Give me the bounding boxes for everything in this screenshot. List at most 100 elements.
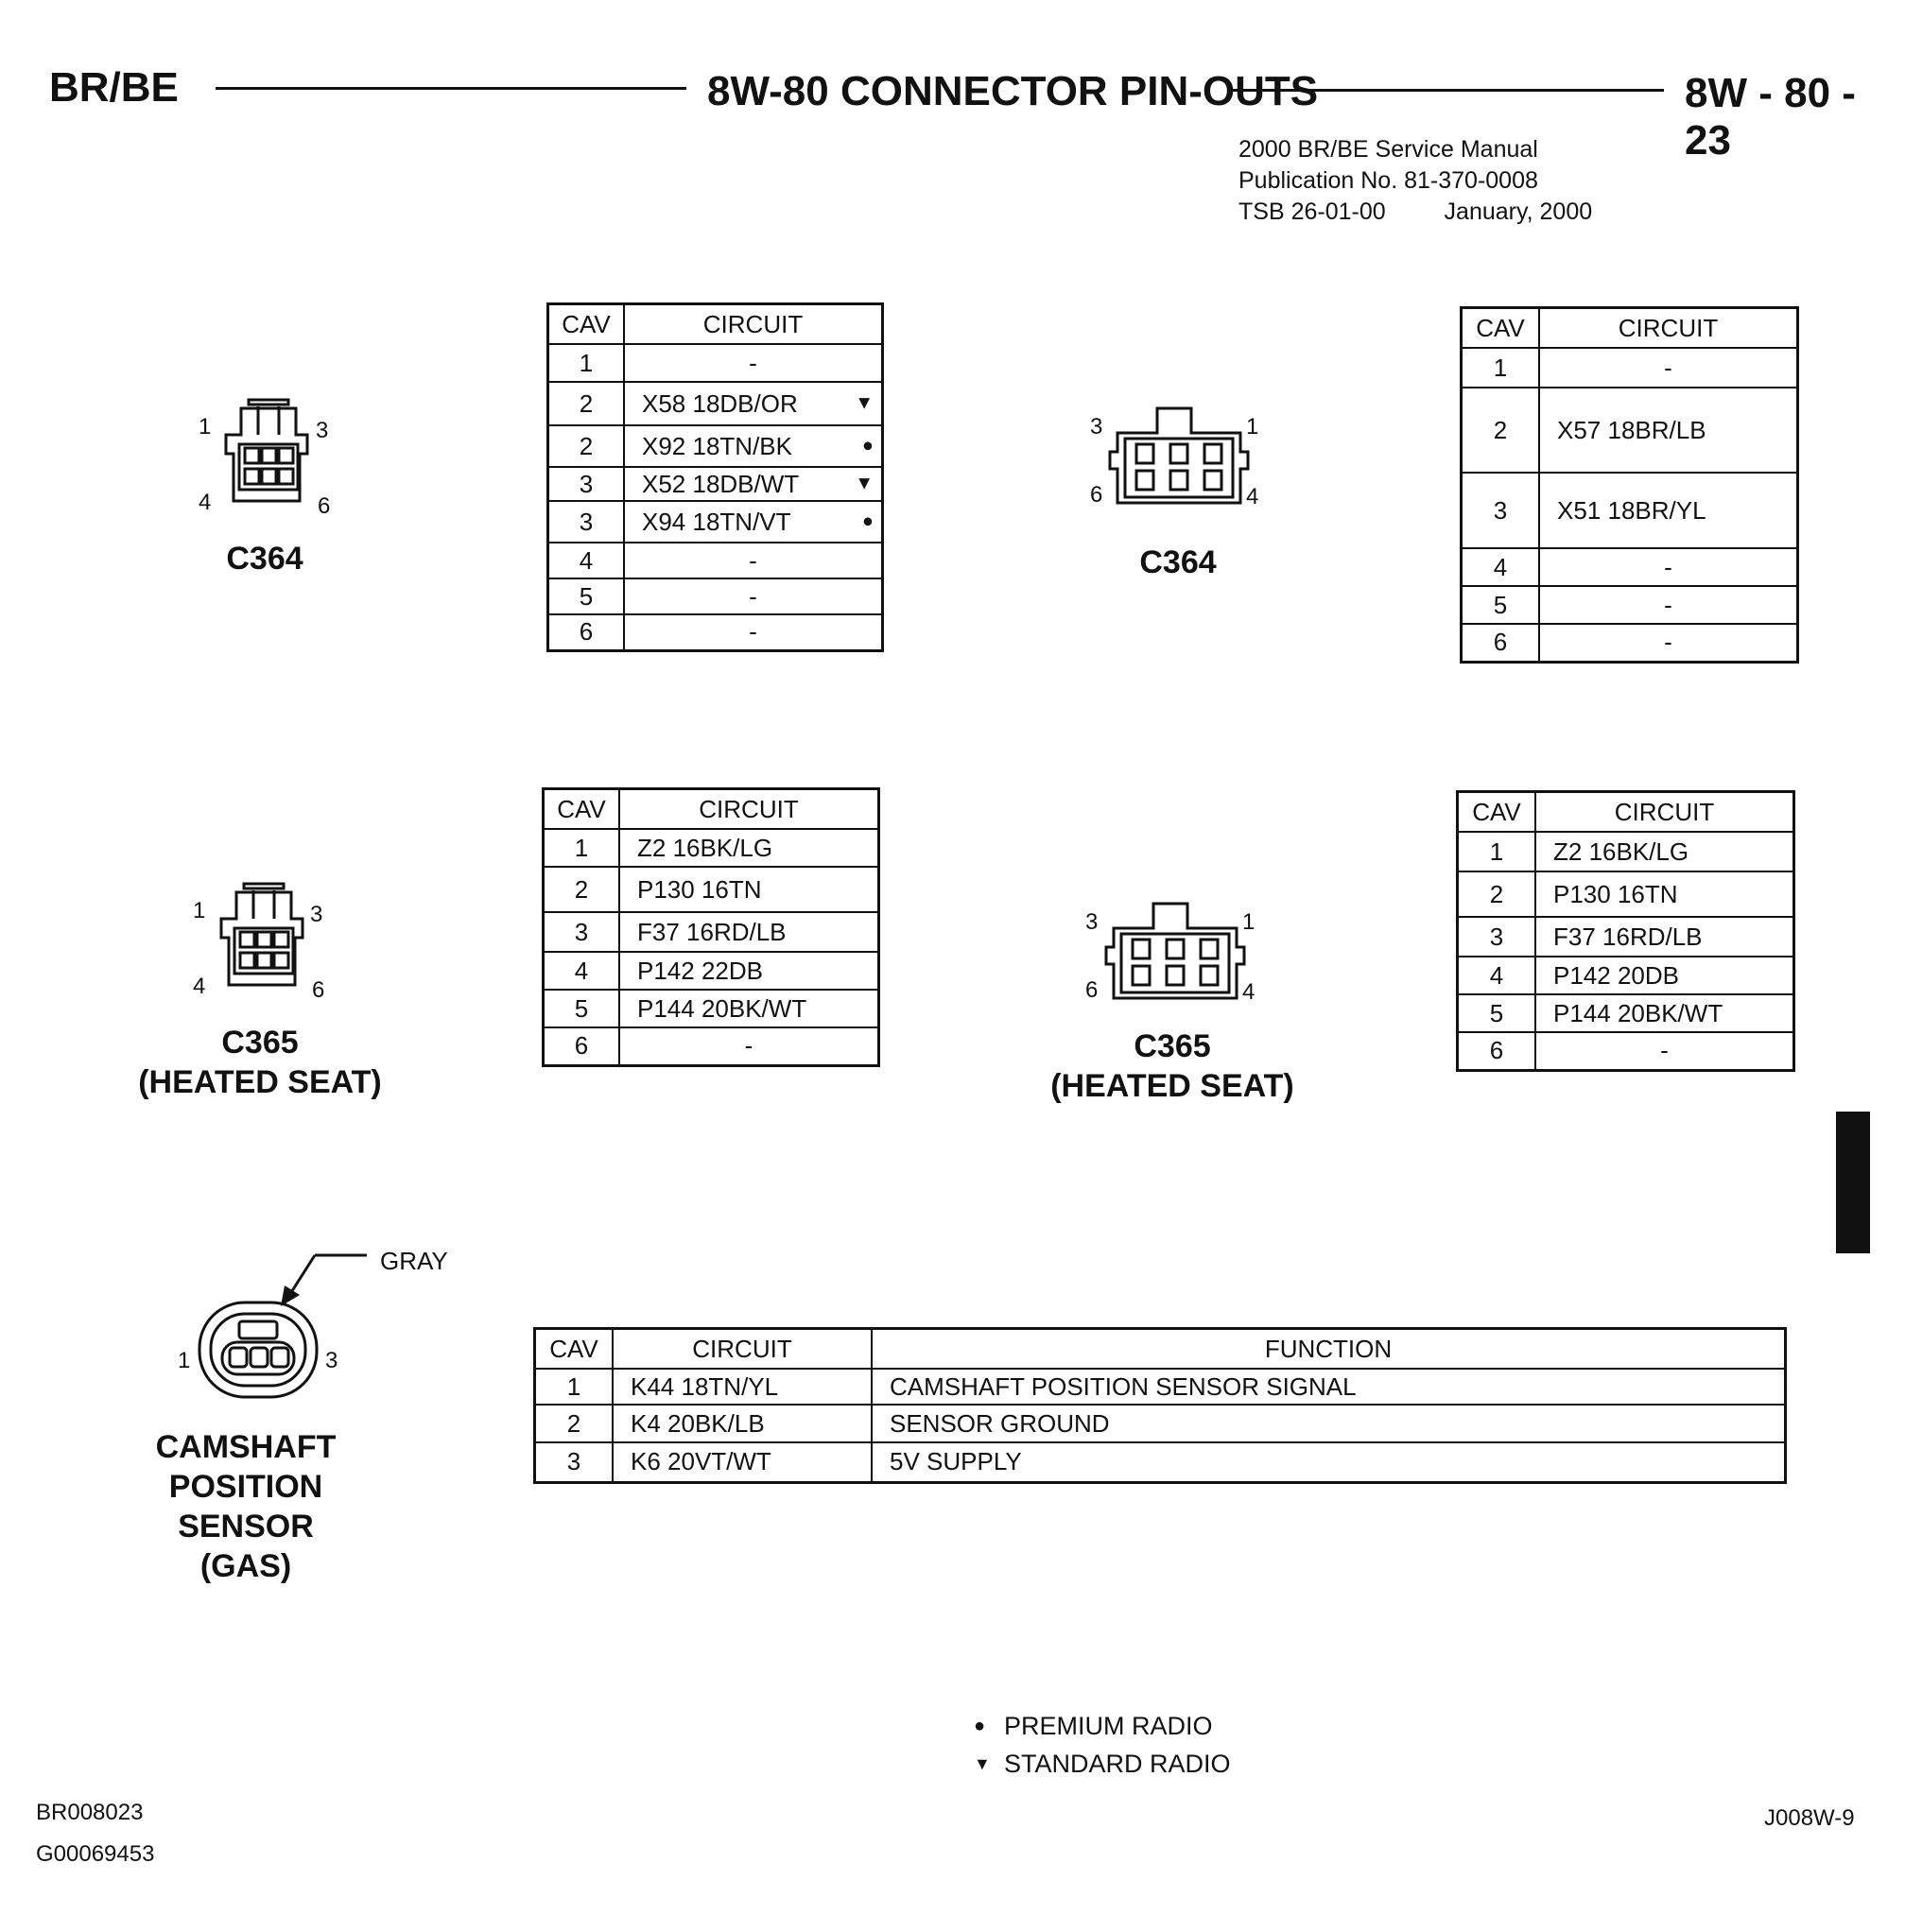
col-header-cav: CAV	[1460, 306, 1540, 349]
cav-cell: 2	[1456, 871, 1536, 918]
premium-radio-icon: ●	[861, 435, 874, 457]
c365-left-pin-4: 4	[193, 974, 206, 999]
c365-left-connector-icon	[219, 882, 304, 987]
legend-label: PREMIUM RADIO	[1004, 1712, 1213, 1740]
c365-right-title: C365	[1134, 1028, 1211, 1064]
circuit-cell: -	[623, 343, 884, 383]
circuit-value: X92 18TN/BK	[642, 431, 792, 460]
circuit-cell: -	[623, 578, 884, 615]
cav-cell: 3	[533, 1441, 614, 1483]
c364-left-pin-3: 3	[316, 418, 329, 443]
legend-item: ▼ STANDARD RADIO	[974, 1745, 1231, 1783]
page-title: 8W-80 CONNECTOR PIN-OUTS	[707, 68, 1319, 114]
footer-code-2: G00069453	[36, 1841, 155, 1867]
table-row: 1-	[1460, 347, 1799, 388]
cav-cell: 1	[546, 343, 625, 383]
cav-cell: 6	[546, 613, 625, 651]
circuit-cell: P130 16TN	[618, 866, 880, 913]
col-header-circuit: CIRCUIT	[612, 1327, 873, 1370]
header-rule-right	[1229, 89, 1664, 92]
camshaft-pin-3: 3	[325, 1348, 338, 1373]
table-row: 3 X52 18DB/WT ▼	[546, 466, 884, 502]
circuit-cell: P142 22DB	[618, 951, 880, 991]
table-row: 6-	[542, 1026, 880, 1066]
circuit-cell: X92 18TN/BK ●	[623, 424, 884, 468]
function-cell: CAMSHAFT POSITION SENSOR SIGNAL	[871, 1368, 1787, 1406]
cav-cell: 3	[546, 466, 625, 502]
footer-ref: J008W-9	[1764, 1805, 1855, 1831]
function-cell: SENSOR GROUND	[871, 1404, 1787, 1443]
c364-left-pin-4: 4	[199, 490, 212, 515]
circuit-value: X52 18DB/WT	[642, 469, 800, 498]
col-header-function: FUNCTION	[871, 1327, 1787, 1370]
cav-cell: 2	[542, 866, 620, 913]
c364-right-connector-icon	[1108, 406, 1250, 505]
table-row: 5-	[546, 578, 884, 615]
header-rule-left	[216, 87, 686, 90]
circuit-cell: K44 18TN/YL	[612, 1368, 873, 1406]
section-thumb-tab	[1836, 1112, 1870, 1253]
cav-cell: 5	[546, 578, 625, 615]
table-row: 4-	[1460, 547, 1799, 587]
cav-cell: 4	[546, 542, 625, 579]
gray-color-callout: GRAY	[380, 1247, 448, 1275]
circuit-cell: -	[1534, 1031, 1795, 1071]
standard-radio-icon: ▼	[855, 473, 874, 494]
c365-left-pin-1: 1	[193, 898, 206, 923]
circuit-cell: K6 20VT/WT	[612, 1441, 873, 1483]
col-header-cav: CAV	[533, 1327, 614, 1370]
circuit-cell: P144 20BK/WT	[618, 989, 880, 1028]
table-row: 5-	[1460, 585, 1799, 625]
circuit-cell: P144 20BK/WT	[1534, 993, 1795, 1033]
cav-cell: 2	[533, 1404, 614, 1443]
cav-cell: 3	[1460, 472, 1540, 549]
circuit-cell: P142 20DB	[1534, 956, 1795, 995]
cav-cell: 2	[546, 381, 625, 426]
circuit-cell: F37 16RD/LB	[618, 911, 880, 953]
camshaft-sensor-connector-icon	[198, 1253, 367, 1399]
circuit-cell: P130 16TN	[1534, 871, 1795, 918]
standard-radio-icon: ▼	[974, 1754, 991, 1773]
tsb-number: TSB 26-01-00	[1238, 198, 1386, 225]
c364-right-pin-6: 6	[1090, 482, 1103, 508]
col-header-cav: CAV	[542, 787, 620, 830]
premium-radio-icon: ●	[861, 510, 874, 532]
c365-right-subtitle: (HEATED SEAT)	[1050, 1068, 1294, 1104]
col-header-cav: CAV	[1456, 790, 1536, 833]
col-header-circuit: CIRCUIT	[1538, 306, 1799, 349]
c364-right-pin-4: 4	[1246, 484, 1259, 509]
publication-line3: TSB 26-01-00 January, 2000	[1238, 197, 1592, 228]
cav-cell: 1	[542, 828, 620, 868]
col-header-cav: CAV	[546, 302, 625, 345]
c365-left-title: C365	[221, 1025, 299, 1061]
cav-cell: 3	[542, 911, 620, 953]
circuit-cell: -	[1538, 547, 1799, 587]
col-header-circuit: CIRCUIT	[623, 302, 884, 345]
legend-label: STANDARD RADIO	[1004, 1750, 1231, 1778]
c364-left-pin-1: 1	[199, 414, 212, 440]
cav-cell: 4	[542, 951, 620, 991]
col-header-circuit: CIRCUIT	[1534, 790, 1795, 833]
circuit-cell: Z2 16BK/LG	[1534, 831, 1795, 872]
camshaft-label-line3: SENSOR	[178, 1509, 314, 1544]
publication-info: 2000 BR/BE Service Manual Publication No…	[1238, 134, 1592, 228]
c364-left-label: C364	[226, 541, 303, 577]
function-cell: 5V SUPPLY	[871, 1441, 1787, 1483]
cav-cell: 5	[1460, 585, 1540, 625]
footer-code-1: BR008023	[36, 1800, 144, 1825]
camshaft-pin-1: 1	[178, 1348, 191, 1373]
